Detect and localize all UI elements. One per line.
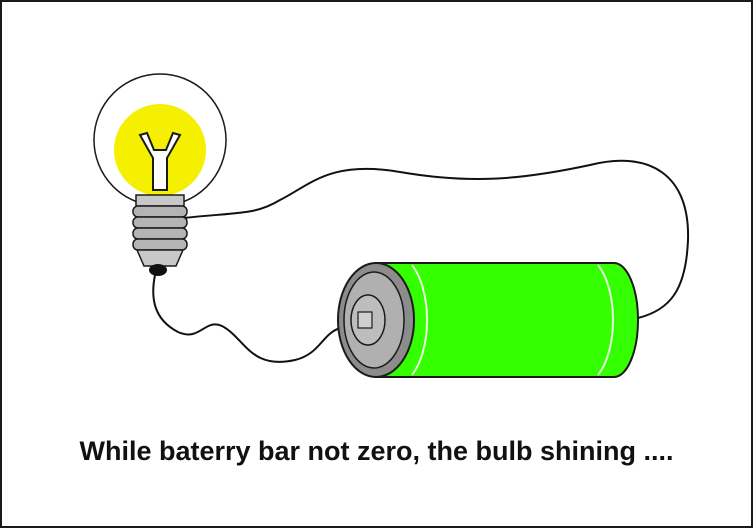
light-bulb-icon bbox=[93, 73, 227, 276]
wire-bulb-bottom-to-battery bbox=[152, 274, 361, 363]
diagram-caption: While baterry bar not zero, the bulb shi… bbox=[79, 436, 674, 466]
bulb-contact bbox=[149, 264, 167, 276]
bulb-filament bbox=[138, 131, 182, 191]
battery-band-right bbox=[597, 264, 614, 376]
battery-body bbox=[375, 262, 639, 378]
bulb-screw-base bbox=[132, 205, 188, 267]
battery-band-left bbox=[411, 264, 428, 376]
battery-icon bbox=[337, 262, 639, 378]
bulb-neck bbox=[135, 194, 185, 207]
wire-bulb-top-to-battery bbox=[182, 159, 690, 319]
battery-terminal-tip bbox=[357, 311, 373, 329]
